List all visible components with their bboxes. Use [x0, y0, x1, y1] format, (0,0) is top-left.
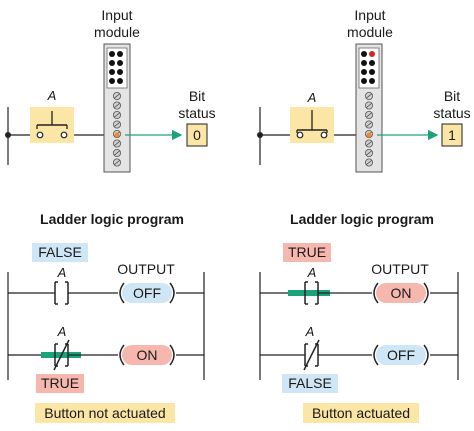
left-active-terminal	[114, 132, 120, 138]
left-terminal-slot	[114, 150, 120, 156]
right-module-led	[369, 78, 375, 84]
left-module-led	[109, 60, 115, 66]
right-ladder-title: Ladder logic program	[290, 211, 434, 227]
left-module-led	[109, 69, 115, 75]
right-caption-box	[303, 403, 419, 423]
left-panel: Input module A	[5, 7, 216, 423]
right-terminal-slot	[366, 150, 372, 156]
left-module-led	[117, 51, 123, 57]
left-module-led	[117, 60, 123, 66]
left-module-led	[109, 51, 115, 57]
right-wire-node	[257, 132, 263, 138]
left-terminal-slot	[114, 103, 120, 108]
right-ladder: Ladder logic program TRUE A OUTPUT	[259, 211, 459, 423]
left-module-led	[117, 69, 123, 75]
left-switch-label: A	[47, 88, 57, 103]
right-terminal-slot	[366, 103, 372, 108]
right-module-led	[369, 60, 375, 66]
right-rung2-state-label: FALSE	[288, 375, 332, 391]
right-rung1-no-contact	[304, 281, 319, 305]
right-hardware: Input module A Bit	[257, 7, 471, 173]
left-caption-box	[35, 403, 175, 423]
left-terminal-slot	[114, 112, 120, 118]
right-bit-status-label-1: Bit	[444, 88, 460, 104]
left-bit-box	[186, 123, 208, 147]
left-bit-value: 0	[193, 127, 201, 143]
left-rung2-contact-label: A	[57, 324, 67, 339]
right-module-led	[369, 51, 375, 57]
right-rung2-contact-label: A	[305, 324, 315, 339]
left-output-header: OUTPUT	[117, 261, 175, 277]
right-bit-status-label-2: status	[433, 105, 470, 121]
left-caption: Button not actuated	[44, 405, 165, 421]
left-rung1-coil-text: OFF	[133, 285, 161, 301]
left-rung2-coil: ON	[119, 344, 175, 366]
left-rung1-coil: OFF	[119, 282, 175, 304]
right-caption: Button actuated	[312, 405, 410, 421]
right-rung1-coil-text: ON	[391, 285, 412, 301]
right-terminal-slot	[366, 93, 372, 99]
right-module-led	[361, 51, 367, 57]
right-terminal-slot	[366, 141, 372, 146]
right-rung1-state-label: TRUE	[288, 244, 326, 260]
left-terminal-slot	[114, 122, 120, 127]
right-rung2-nc-contact	[303, 339, 320, 371]
left-terminal-slot	[114, 160, 120, 165]
right-rung1-energized-bar	[288, 290, 330, 296]
right-module-led	[361, 78, 367, 84]
left-rung2-nc-contact	[53, 339, 70, 371]
right-input-module	[355, 43, 383, 173]
left-rung2-coil-text: ON	[137, 347, 158, 363]
left-bit-status-label-1: Bit	[189, 88, 205, 104]
right-input-module-label-1: Input	[354, 7, 385, 23]
right-bit-box	[441, 123, 463, 147]
left-rung1-state-badge	[32, 243, 88, 262]
right-bit-value: 1	[448, 127, 456, 143]
right-module-led	[361, 69, 367, 75]
right-output-header: OUTPUT	[371, 261, 429, 277]
left-bit-status-label-2: status	[178, 105, 215, 121]
right-pushbutton-switch	[296, 110, 328, 139]
right-terminal-slot	[366, 160, 372, 165]
right-rung2-coil-text: OFF	[387, 347, 415, 363]
left-ladder: Ladder logic program FALSE A OUTPUT	[7, 211, 205, 423]
right-rung1-contact-label: A	[307, 265, 317, 280]
left-input-module-label-2: module	[94, 24, 140, 40]
left-input-module-label-1: Input	[101, 7, 132, 23]
left-rung2-state-badge	[36, 374, 84, 393]
left-terminal-slot	[114, 93, 120, 99]
left-rung1-state-label: FALSE	[38, 244, 82, 260]
right-input-module-label-2: module	[347, 24, 393, 40]
right-rung1-coil: ON	[373, 282, 429, 304]
right-switch-label: A	[307, 90, 317, 105]
left-input-module	[103, 43, 131, 173]
right-rung2-coil: OFF	[373, 344, 429, 366]
right-terminal-slot	[366, 112, 372, 118]
left-wire-node	[5, 132, 11, 138]
right-rung2-state-badge	[282, 374, 338, 393]
right-module-led	[369, 69, 375, 75]
right-rung1-state-badge	[283, 243, 331, 262]
right-panel: Input module A Bit	[257, 7, 471, 423]
left-ladder-title: Ladder logic program	[40, 211, 184, 227]
left-pushbutton-switch	[36, 111, 68, 139]
left-module-led	[117, 78, 123, 84]
left-rung2-state-label: TRUE	[41, 375, 79, 391]
left-terminal-slot	[114, 141, 120, 146]
right-module-led	[361, 60, 367, 66]
left-hardware: Input module A	[5, 7, 216, 173]
left-module-led	[109, 78, 115, 84]
right-active-terminal	[366, 132, 372, 138]
right-terminal-slot	[366, 122, 372, 127]
left-rung1-no-contact	[54, 281, 69, 305]
left-rung1-contact-label: A	[57, 265, 67, 280]
